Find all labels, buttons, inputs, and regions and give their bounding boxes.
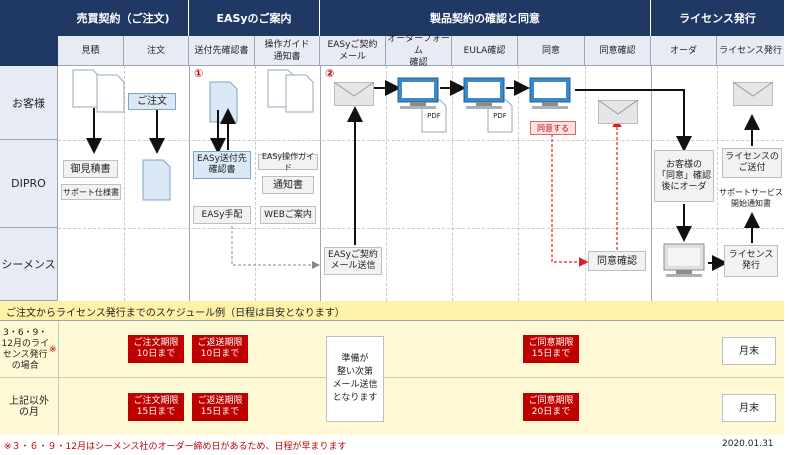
grid-line [58,321,59,435]
order-deadline-2: ご注文期限 15日まで [128,393,184,421]
return-deadline-2: ご返送期限 15日まで [192,393,248,421]
month-end-2: 月末 [722,394,776,422]
consent-deadline-1: ご同意期限 15日まで [523,335,579,363]
easy-address-box: EASy送付先 確認書 [193,151,251,179]
license-issue-box: ライセンス 発行 [724,245,778,277]
computer-icons [397,77,705,277]
schedule-row2-label: 上記以外 の月 [9,396,49,418]
computer-icon [397,77,439,109]
group-header-contract: 製品契約の確認と同意 [320,0,651,36]
estimate-box: 御見積書 [63,160,118,178]
pdf-label: PDF [493,111,507,120]
grid-line [518,66,519,301]
group-header-easy: EASyのご案内 [189,0,320,36]
step-marker-2: ② [325,67,335,80]
easy-guide-box: EASy操作ガイド [258,152,318,172]
grid-line [58,140,784,141]
support-notice-box: サポートサービス 開始通知書 [719,188,783,208]
subcol-address-form: 送付先確認書 [189,36,255,66]
subcol-order: 注文 [124,36,189,66]
grid-line [717,66,718,301]
subcol-consent: 同意 [518,36,585,66]
flow-arrows [72,69,760,271]
grid-line [124,66,125,301]
corner-cell [0,0,58,66]
envelope-flaps [333,81,774,115]
subcol-license-issue: ライセンス発行 [717,36,784,66]
group-header-license: ライセンス発行 [651,0,784,36]
order-box: ご注文 [128,93,176,110]
support-spec-box: サポート仕様書 [61,184,121,200]
order-deadline-1: ご注文期限 10日まで [128,335,184,363]
envelope-icon [598,100,638,124]
document-icon [267,69,314,113]
consent-deadline-2: ご同意期限 20日まで [523,393,579,421]
web-info-box: WEBご案内 [260,206,316,224]
footer-date: 2020.01.31 [722,439,774,449]
step-marker-1: ① [194,67,204,80]
row-label-customer: お客様 [0,66,58,140]
easy-mail-send-box: EASyご契約 メール送信 [324,247,382,275]
row-label-dipro: DIPRO [0,140,58,228]
month-end-1: 月末 [722,337,776,365]
subcol-orderform: オーダーフォーム 確認 [386,34,452,68]
schedule-title: ご注文からライセンス発行までのスケジュール例（日程は目安となります） [0,301,784,321]
consent-box: 同意する [530,121,576,135]
schedule-row-2 [0,378,784,435]
envelope-icon [733,82,773,106]
schedule-row-1 [0,321,784,378]
license-send-box: ライセンスの ご送付 [722,148,782,178]
subcol-guide-notice: 操作ガイド 通知書 [255,36,320,66]
grid-line [651,66,652,301]
return-deadline-1: ご返送期限 10日まで [192,335,248,363]
grid-line [452,66,453,301]
mail-note-box: 準備が 整い次第 メール送信 となります [326,336,384,422]
schedule-row1-mark: ※ [48,344,57,355]
grid-line [386,66,387,301]
document-icon [142,159,171,201]
subcol-contract-mail: EASyご契約 メール [320,36,386,66]
computer-icon [663,243,705,277]
grid-line [320,66,321,301]
customer-order-box: お客様の 「同意」確認 後にオーダ [654,150,714,202]
grid-line [255,66,256,301]
grid-line [189,66,190,301]
computer-icon [463,77,505,109]
computer-icon [529,77,571,109]
subcol-consent-confirm: 同意確認 [585,36,651,66]
subcol-eula: EULA確認 [452,36,518,66]
easy-setup-box: EASy手配 [193,206,251,224]
row-label-siemens: シーメンス [0,228,58,301]
notice-box: 通知書 [262,176,314,194]
footer-note: ※３・６・９・12月はシーメンス社のオーダー締め日があるため、日程が早まります [4,442,347,452]
subcol-estimate: 見積 [58,36,124,66]
grid-line [58,228,784,229]
grid-line [585,66,586,301]
consent-confirm-box: 同意確認 [588,251,646,271]
schedule-row1-label-text: 3・6・9・ 12月のライ センス発行 の場合 [1,328,49,371]
document-icon [72,69,125,113]
envelope-icon [334,82,374,106]
group-header-sales: 売買契約（ご注文) [58,0,189,36]
subcol-order-siemens: オーダ [651,36,717,66]
schedule-row1-label: 3・6・9・ 12月のライ センス発行 の場合※ [0,322,58,378]
pdf-label: PDF [427,111,441,120]
